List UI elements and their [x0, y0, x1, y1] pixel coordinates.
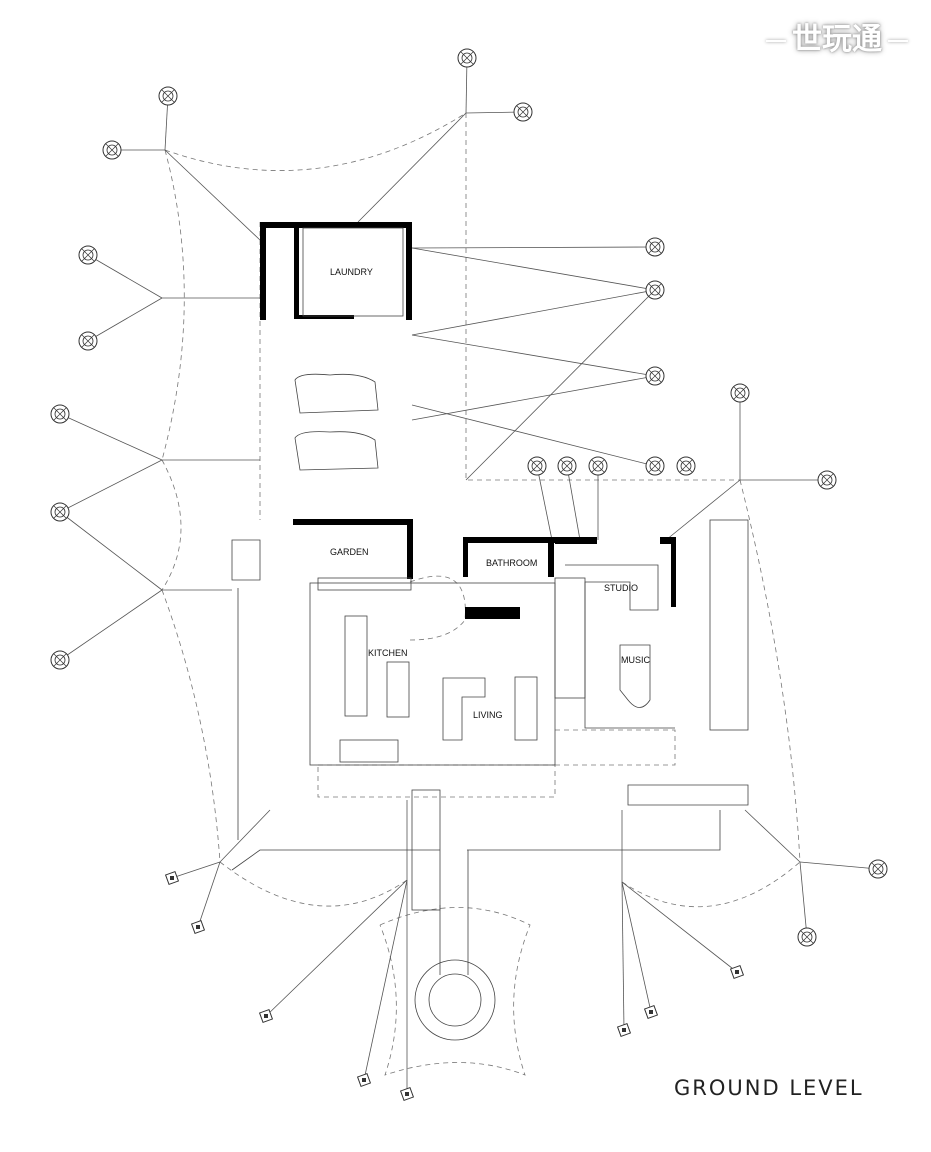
anchor-icon — [729, 964, 745, 980]
cable-line — [171, 861, 221, 879]
cable-line — [87, 254, 163, 299]
cable-line — [621, 881, 652, 1013]
anchor-icon — [616, 1022, 632, 1038]
pole-icon — [588, 456, 608, 476]
cable-line — [665, 479, 741, 541]
pole-icon — [78, 245, 98, 265]
cable-line — [357, 112, 467, 223]
cable-lines — [59, 57, 879, 1094]
cable-line — [59, 459, 163, 513]
pole-icon — [817, 470, 837, 490]
cable-line — [411, 247, 656, 291]
pole-icon — [513, 102, 533, 122]
cable-line — [219, 809, 271, 863]
anchor-icon — [399, 1086, 415, 1102]
cable-line — [566, 465, 581, 541]
pole-icon — [676, 456, 696, 476]
pole-icon — [50, 650, 70, 670]
cable-line — [744, 809, 801, 863]
room-label-laundry: LAUNDRY — [330, 267, 373, 277]
pole-icon — [50, 404, 70, 424]
pole-icon — [868, 859, 888, 879]
cable-line — [411, 375, 656, 421]
anchor-icon — [643, 1004, 659, 1020]
anchor-icon — [190, 919, 206, 935]
room-label-bathroom: BATHROOM — [486, 558, 537, 568]
cable-line — [621, 881, 738, 973]
pole-icon — [457, 48, 477, 68]
cable-line — [59, 413, 163, 461]
pole-icon — [158, 86, 178, 106]
watermark-text: 世玩通 — [792, 22, 882, 57]
cable-line — [411, 289, 656, 336]
cable-line — [411, 404, 656, 467]
room-label-garden: GARDEN — [330, 547, 369, 557]
pole-icon — [645, 366, 665, 386]
canopy-outlines — [161, 112, 801, 1076]
watermark: 世玩通 — [760, 14, 914, 58]
cable-line — [621, 881, 625, 1031]
room-label-studio: STUDIO — [604, 583, 638, 593]
cable-line — [87, 297, 163, 342]
cable-line — [265, 879, 408, 1017]
pole-icon — [78, 331, 98, 351]
pole-icon — [730, 383, 750, 403]
room-label-living: LIVING — [473, 710, 503, 720]
interior-lines — [231, 227, 749, 1041]
pole-icon — [645, 280, 665, 300]
cable-line — [536, 465, 553, 541]
pole-icon — [527, 456, 547, 476]
pole-markers — [50, 48, 888, 1102]
cable-line — [411, 334, 656, 377]
cable-line — [59, 589, 163, 661]
cable-line — [465, 111, 524, 114]
anchor-icon — [164, 870, 180, 886]
pole-icon — [557, 456, 577, 476]
anchor-icon — [356, 1072, 372, 1088]
cable-line — [363, 879, 408, 1081]
cable-line — [799, 861, 879, 870]
cable-line — [411, 246, 656, 249]
pole-icon — [645, 456, 665, 476]
room-label-kitchen: KITCHEN — [368, 648, 408, 658]
pole-icon — [645, 237, 665, 257]
room-labels: LAUNDRY GARDEN BATHROOM STUDIO KITCHEN M… — [330, 267, 651, 720]
pole-icon — [102, 140, 122, 160]
cable-line — [799, 861, 808, 938]
pole-icon — [50, 502, 70, 522]
plan-title: GROUND LEVEL — [674, 1076, 864, 1100]
cable-line — [59, 511, 163, 591]
walls — [260, 222, 676, 619]
pole-icon — [797, 927, 817, 947]
anchor-icon — [258, 1008, 274, 1024]
cable-line — [465, 289, 656, 481]
cable-line — [197, 861, 221, 928]
cable-line — [164, 149, 261, 241]
room-label-music: MUSIC — [621, 655, 651, 665]
